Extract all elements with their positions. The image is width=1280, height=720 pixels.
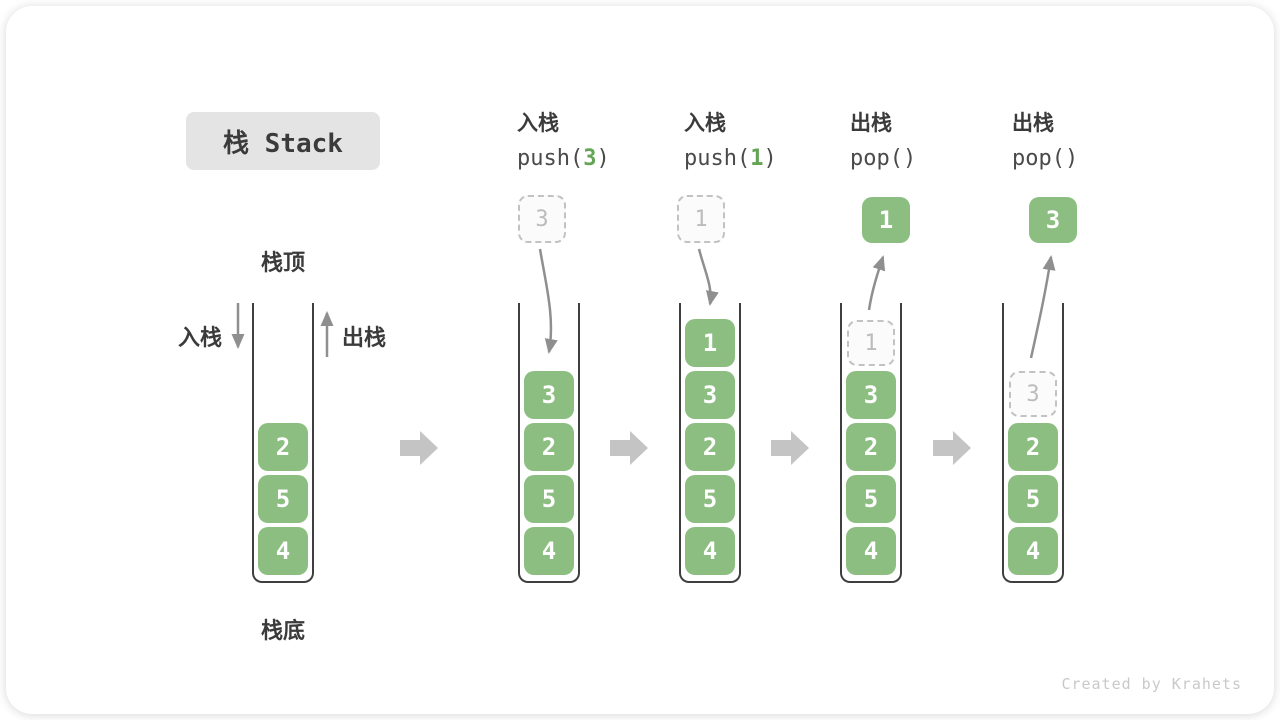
- op-code: pop(): [850, 146, 916, 171]
- incoming-ghost-cell: 1: [677, 195, 725, 243]
- op-fn: push(: [517, 146, 584, 171]
- removed-ghost-cell: 3: [1009, 371, 1057, 417]
- stack-cell: 2: [258, 423, 308, 471]
- stack-cell: 4: [258, 527, 308, 575]
- op-code: push(3): [517, 146, 610, 171]
- stack-cell: 5: [258, 475, 308, 523]
- stack-cell: 3: [524, 371, 574, 419]
- diagram-title: 栈 Stack: [186, 112, 380, 170]
- stack-cell: 5: [524, 475, 574, 523]
- stack-cell: 2: [524, 423, 574, 471]
- stack-cell: 1: [685, 319, 735, 367]
- op-name: 入栈: [517, 111, 559, 135]
- stack-cell: 3: [846, 371, 896, 419]
- stack-top-label: 栈顶: [260, 251, 305, 276]
- stack-cell: 4: [846, 527, 896, 575]
- removed-ghost-cell: 1: [847, 320, 895, 366]
- stack-container-1: [252, 303, 314, 583]
- diagram-title-text: 栈 Stack: [223, 128, 343, 159]
- op-fn: pop(): [850, 146, 917, 171]
- popped-cell: 1: [862, 197, 910, 243]
- op-arg: 1: [750, 146, 764, 171]
- op-code: push(1): [684, 146, 777, 171]
- stack-cell: 5: [1008, 475, 1058, 523]
- stack-container-5: [1002, 303, 1064, 583]
- op-close: ): [763, 146, 777, 171]
- stack-cell: 5: [685, 475, 735, 523]
- op-fn: push(: [684, 146, 751, 171]
- watermark: Created by Krahets: [1061, 675, 1242, 693]
- op-arg: 3: [583, 146, 597, 171]
- stack-container-2: [518, 303, 580, 583]
- stack-cell: 2: [846, 423, 896, 471]
- op-fn: pop(): [1012, 146, 1079, 171]
- op-name: 入栈: [684, 111, 726, 135]
- stack-cell: 2: [1008, 423, 1058, 471]
- stack-cell: 2: [685, 423, 735, 471]
- stack-cell: 4: [524, 527, 574, 575]
- op-name: 出栈: [850, 111, 892, 135]
- incoming-ghost-cell: 3: [518, 195, 566, 243]
- op-code: pop(): [1012, 146, 1078, 171]
- push-side-label: 入栈: [178, 326, 223, 351]
- op-label-col5: 出栈 pop(): [1012, 107, 1078, 171]
- op-close: ): [596, 146, 610, 171]
- popped-cell: 3: [1029, 197, 1077, 243]
- op-label-col3: 入栈 push(1): [684, 107, 777, 171]
- stack-cell: 4: [1008, 527, 1058, 575]
- stack-cell: 4: [685, 527, 735, 575]
- pop-side-label: 出栈: [342, 326, 387, 351]
- op-label-col2: 入栈 push(3): [517, 107, 610, 171]
- stack-bottom-label: 栈底: [260, 619, 305, 644]
- stack-cell: 3: [685, 371, 735, 419]
- op-name: 出栈: [1012, 111, 1054, 135]
- stack-container-4: [840, 303, 902, 583]
- stack-cell: 5: [846, 475, 896, 523]
- stack-container-3: [679, 303, 741, 583]
- op-label-col4: 出栈 pop(): [850, 107, 916, 171]
